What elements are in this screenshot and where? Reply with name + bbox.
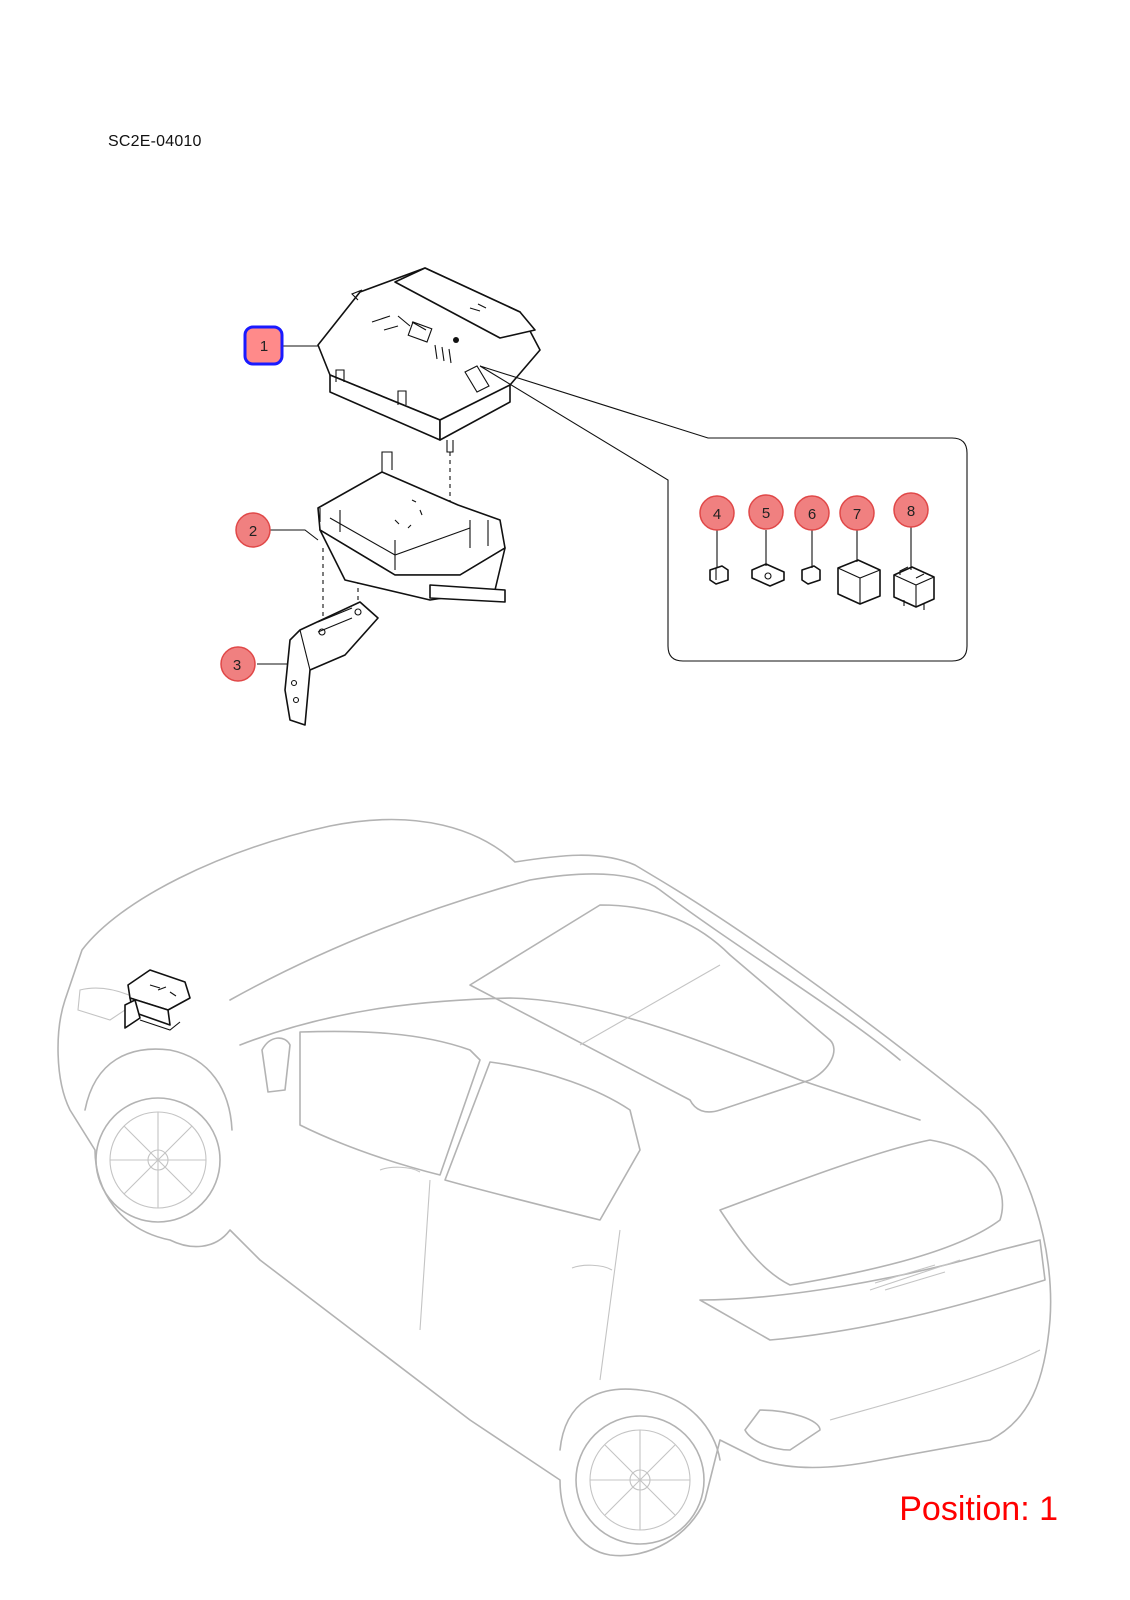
callout-5[interactable]: 5 xyxy=(748,494,784,530)
bolt-fuse-part-5[interactable] xyxy=(751,563,785,587)
callout-label: 1 xyxy=(260,338,268,355)
position-label: Position: 1 xyxy=(899,1490,1058,1528)
fuse-box-markings xyxy=(351,289,487,364)
mini-fuse-part-6[interactable] xyxy=(801,565,821,585)
callout-label: 8 xyxy=(907,503,915,520)
callout-7[interactable]: 7 xyxy=(839,495,875,531)
lower-housing-part-2[interactable] xyxy=(317,451,506,603)
callout-label: 7 xyxy=(853,506,861,523)
callout-3[interactable]: 3 xyxy=(220,646,256,682)
mini-fuse-part-4[interactable] xyxy=(709,565,729,585)
callout-label: 5 xyxy=(762,505,770,522)
vehicle-location-illustration xyxy=(57,818,1052,1557)
diagram-code: SC2E-04010 xyxy=(108,133,202,150)
detail-callout-box xyxy=(479,365,968,662)
callout-label: 2 xyxy=(249,523,257,540)
callout-label: 4 xyxy=(713,506,721,523)
relay-part-8[interactable] xyxy=(893,566,935,610)
callout-8[interactable]: 8 xyxy=(893,492,929,528)
callout-1[interactable]: 1 xyxy=(243,325,284,366)
selected-outline xyxy=(243,325,284,366)
fuse-box-part-1[interactable] xyxy=(317,267,541,453)
fuse-box-location-marker xyxy=(124,969,191,1031)
callout-label: 3 xyxy=(233,657,241,674)
callout-4[interactable]: 4 xyxy=(699,495,735,531)
callout-2[interactable]: 2 xyxy=(235,512,271,548)
bracket-part-3[interactable] xyxy=(284,601,379,726)
relay-part-7[interactable] xyxy=(837,559,881,605)
callout-6[interactable]: 6 xyxy=(794,495,830,531)
callout-label: 6 xyxy=(808,506,816,523)
